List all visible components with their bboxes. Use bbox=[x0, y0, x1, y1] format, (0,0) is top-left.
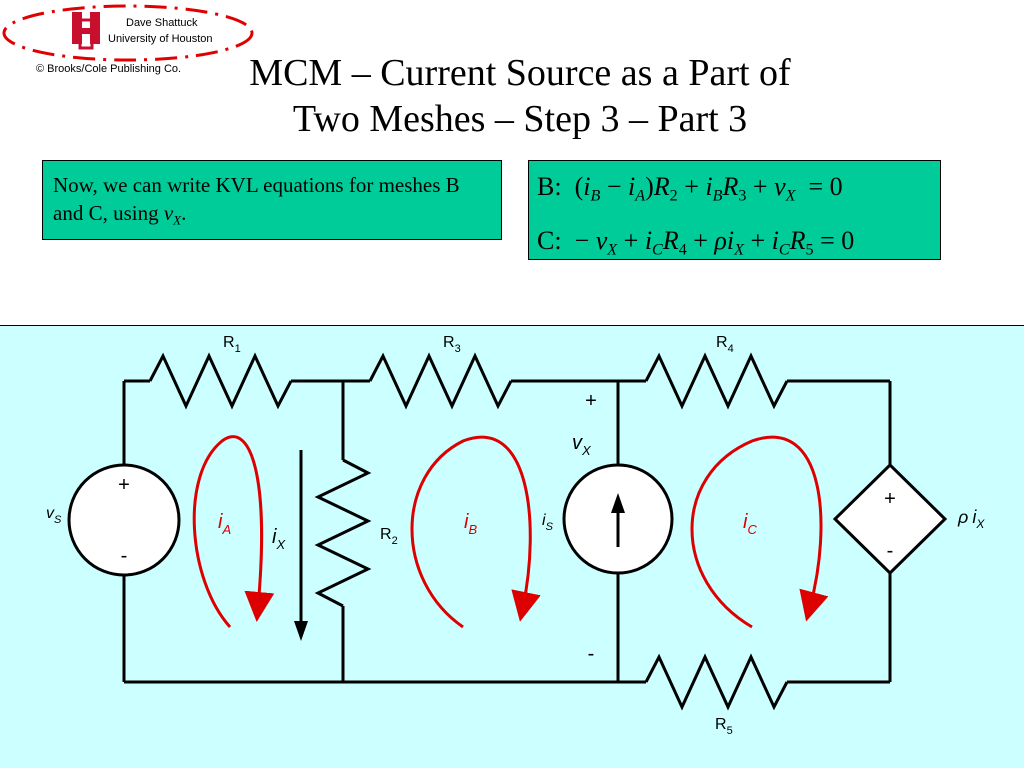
title-line-2: Two Meshes – Step 3 – Part 3 bbox=[292, 98, 748, 140]
uh-logo-icon bbox=[72, 12, 100, 50]
title-line-1: MCM – Current Source as a Part of bbox=[249, 52, 791, 94]
mesh-a-loop bbox=[192, 435, 275, 628]
equation-c-label: C: bbox=[537, 225, 562, 255]
down-arrow-icon bbox=[294, 621, 308, 641]
author-name: Dave Shattuck bbox=[126, 17, 198, 29]
note-end: . bbox=[181, 201, 187, 225]
vx-label: vX bbox=[572, 432, 592, 458]
mesh-b-loop bbox=[410, 435, 541, 629]
ia-label: iA bbox=[218, 511, 231, 537]
note-var: v bbox=[163, 201, 174, 225]
vs-plus-label: + bbox=[118, 474, 130, 496]
equation-c: C: − vX + iCR4 + ρiX + iCR5 = 0 bbox=[537, 225, 855, 259]
equation-b: B: (iB − iA)R2 + iBR3 + vX = 0 bbox=[537, 172, 843, 205]
r3-label: R3 bbox=[443, 334, 461, 355]
vs-label: vS bbox=[46, 505, 62, 526]
vx-minus-label: - bbox=[588, 643, 595, 665]
voltage-source-vs bbox=[67, 463, 181, 577]
page-title: MCM – Current Source as a Part of Two Me… bbox=[150, 50, 890, 142]
resistor-r4 bbox=[644, 352, 789, 410]
note-text: Now, we can write KVL equations for mesh… bbox=[53, 173, 460, 225]
is-label: iS bbox=[542, 512, 554, 533]
header-logo-ellipse bbox=[2, 4, 254, 62]
circuit-diagram: + - + - R1 R3 R4 R2 R5 vS iS + vX - iX i… bbox=[0, 325, 1024, 768]
dep-plus-label: + bbox=[884, 488, 896, 510]
resistor-r5 bbox=[644, 653, 789, 711]
kvl-equations-box: B: (iB − iA)R2 + iBR3 + vX = 0 C: − vX +… bbox=[528, 160, 941, 260]
r1-label: R1 bbox=[223, 334, 241, 355]
ic-label: iC bbox=[743, 511, 757, 537]
affiliation: University of Houston bbox=[108, 33, 213, 45]
equation-b-rhs: 0 bbox=[829, 172, 843, 201]
ix-label: iX bbox=[272, 526, 286, 552]
resistor-r2 bbox=[314, 458, 372, 608]
r2-label: R2 bbox=[380, 526, 398, 547]
equation-c-rhs: 0 bbox=[841, 225, 855, 255]
resistor-r1 bbox=[148, 352, 293, 410]
r4-label: R4 bbox=[716, 334, 734, 355]
equation-b-label: B: bbox=[537, 172, 562, 201]
ib-label: iB bbox=[464, 511, 477, 537]
resistor-r3 bbox=[368, 352, 513, 410]
mesh-c-loop bbox=[690, 435, 829, 629]
vs-minus-label: - bbox=[121, 545, 128, 567]
copyright: © Brooks/Cole Publishing Co. bbox=[36, 63, 182, 75]
note-box: Now, we can write KVL equations for mesh… bbox=[42, 160, 502, 240]
r5-label: R5 bbox=[715, 716, 733, 737]
dep-minus-label: - bbox=[887, 540, 894, 562]
dependent-voltage-source bbox=[832, 462, 948, 576]
note-var-sub: X bbox=[173, 212, 182, 228]
vx-plus-label: + bbox=[585, 390, 597, 412]
up-arrow-icon bbox=[611, 493, 625, 513]
